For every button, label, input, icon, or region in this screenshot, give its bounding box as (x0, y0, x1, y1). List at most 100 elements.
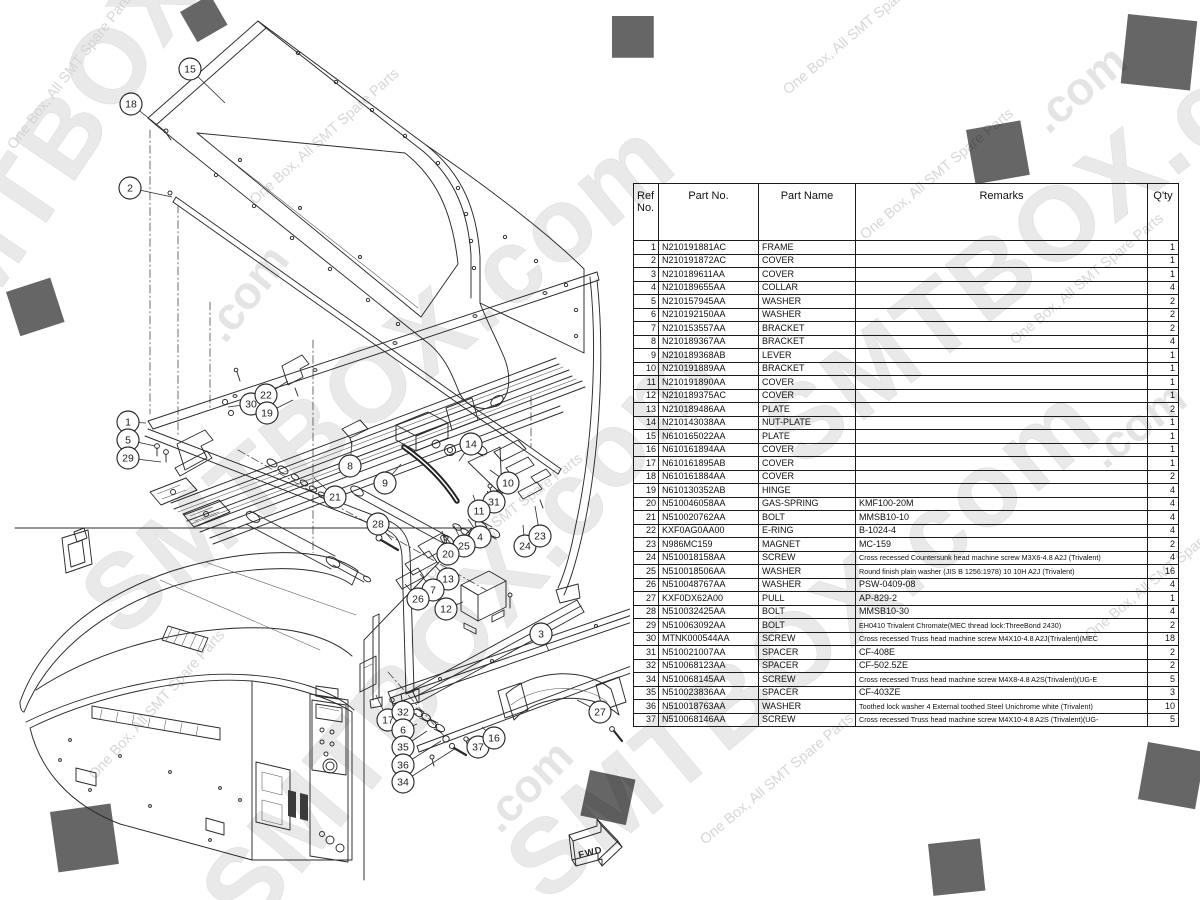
callout-26: 26 (406, 587, 430, 611)
table-cell: 16 (633, 442, 659, 457)
table-cell: 21 (633, 510, 659, 525)
table-cell: COVER (758, 375, 856, 390)
table-cell: COVER (758, 267, 856, 282)
table-cell: EH0410 Trivalent Chromate(MEC thread loc… (855, 618, 1148, 633)
svg-text:7: 7 (430, 585, 436, 597)
table-cell: 4 (1147, 483, 1179, 498)
table-cell: 2 (1147, 618, 1179, 633)
svg-text:32: 32 (397, 707, 409, 719)
callout-14: 14 (459, 432, 483, 456)
table-cell: COVER (758, 456, 856, 471)
table-cell (855, 334, 1148, 349)
table-cell: KXF0AG0AA00 (658, 523, 759, 538)
table-cell: N610161894AA (658, 442, 759, 457)
table-cell: SCREW (758, 712, 856, 727)
svg-text:13: 13 (442, 574, 454, 586)
table-cell: 27 (633, 591, 659, 606)
table-cell: CF-403ZE (855, 685, 1148, 700)
table-cell: 36 (633, 699, 659, 714)
lever-assembly (341, 397, 488, 504)
table-cell (855, 442, 1148, 457)
svg-text:16: 16 (488, 733, 500, 745)
svg-text:37: 37 (472, 742, 484, 754)
table-cell: N610165022AA (658, 429, 759, 444)
table-cell: 1 (1147, 456, 1179, 471)
table-cell: BRACKET (758, 361, 856, 376)
table-cell: Cross recessed Truss head machine screw … (855, 672, 1148, 687)
table-cell: 13 (633, 402, 659, 417)
main-frame (144, 271, 602, 707)
table-cell: N510032425AA (658, 604, 759, 619)
table-cell: MAGNET (758, 537, 856, 552)
table-cell: 1 (1147, 267, 1179, 282)
table-cell (855, 415, 1148, 430)
table-cell: COVER (758, 388, 856, 403)
table-cell: 2 (1147, 321, 1179, 336)
inset-assembled-machine (14, 527, 473, 881)
callout-12: 12 (434, 597, 458, 621)
table-cell: 2 (1147, 307, 1179, 322)
table-cell: N210157945AA (658, 294, 759, 309)
svg-text:31: 31 (488, 497, 500, 509)
table-cell: 15 (633, 429, 659, 444)
table-cell: 16 (1147, 564, 1179, 579)
table-cell: AP-829-2 (855, 591, 1148, 606)
table-cell: 2 (1147, 294, 1179, 309)
svg-text:27: 27 (594, 707, 606, 719)
table-cell: 3 (633, 267, 659, 282)
callout-16: 16 (482, 726, 506, 750)
right-plate-cluster (467, 439, 552, 509)
table-cell: N210189367AA (658, 334, 759, 349)
table-cell: B-1024-4 (855, 523, 1148, 538)
table-cell: N510068145AA (658, 672, 759, 687)
table-cell: N210191889AA (658, 361, 759, 376)
callout-34: 34 (391, 770, 415, 794)
table-cell: 32 (633, 658, 659, 673)
table-cell: COVER (758, 469, 856, 484)
table-cell: 4 (1147, 523, 1179, 538)
header-part-name: Part Name (758, 183, 856, 241)
table-cell: N510068123AA (658, 658, 759, 673)
callout-6: 6 (391, 718, 415, 742)
svg-text:14: 14 (465, 439, 477, 451)
callout-28: 28 (366, 512, 390, 536)
table-cell: 9 (633, 348, 659, 363)
svg-text:19: 19 (261, 408, 273, 420)
callout-22: 22 (254, 383, 278, 407)
svg-text:29: 29 (122, 453, 134, 465)
table-cell: 20 (633, 496, 659, 511)
table-cell: Cross recessed Truss head machine screw … (855, 712, 1148, 727)
svg-text:5: 5 (125, 435, 131, 447)
table-cell: PULL (758, 591, 856, 606)
table-cell: KMF100-20M (855, 496, 1148, 511)
table-cell: N210189486AA (658, 402, 759, 417)
table-cell: MMSB10-10 (855, 510, 1148, 525)
fwd-arrow (568, 818, 623, 867)
table-cell: 7 (633, 321, 659, 336)
table-cell: 1 (1147, 415, 1179, 430)
table-cell: 1 (1147, 348, 1179, 363)
table-cell: 1 (1147, 253, 1179, 268)
table-cell: BRACKET (758, 321, 856, 336)
table-cell: N986MC159 (658, 537, 759, 552)
table-cell: 1 (1147, 375, 1179, 390)
table-cell: NUT-PLATE (758, 415, 856, 430)
table-cell (855, 294, 1148, 309)
hinge-bracket (221, 354, 310, 417)
table-cell: N510018158AA (658, 550, 759, 565)
table-cell: 12 (633, 388, 659, 403)
